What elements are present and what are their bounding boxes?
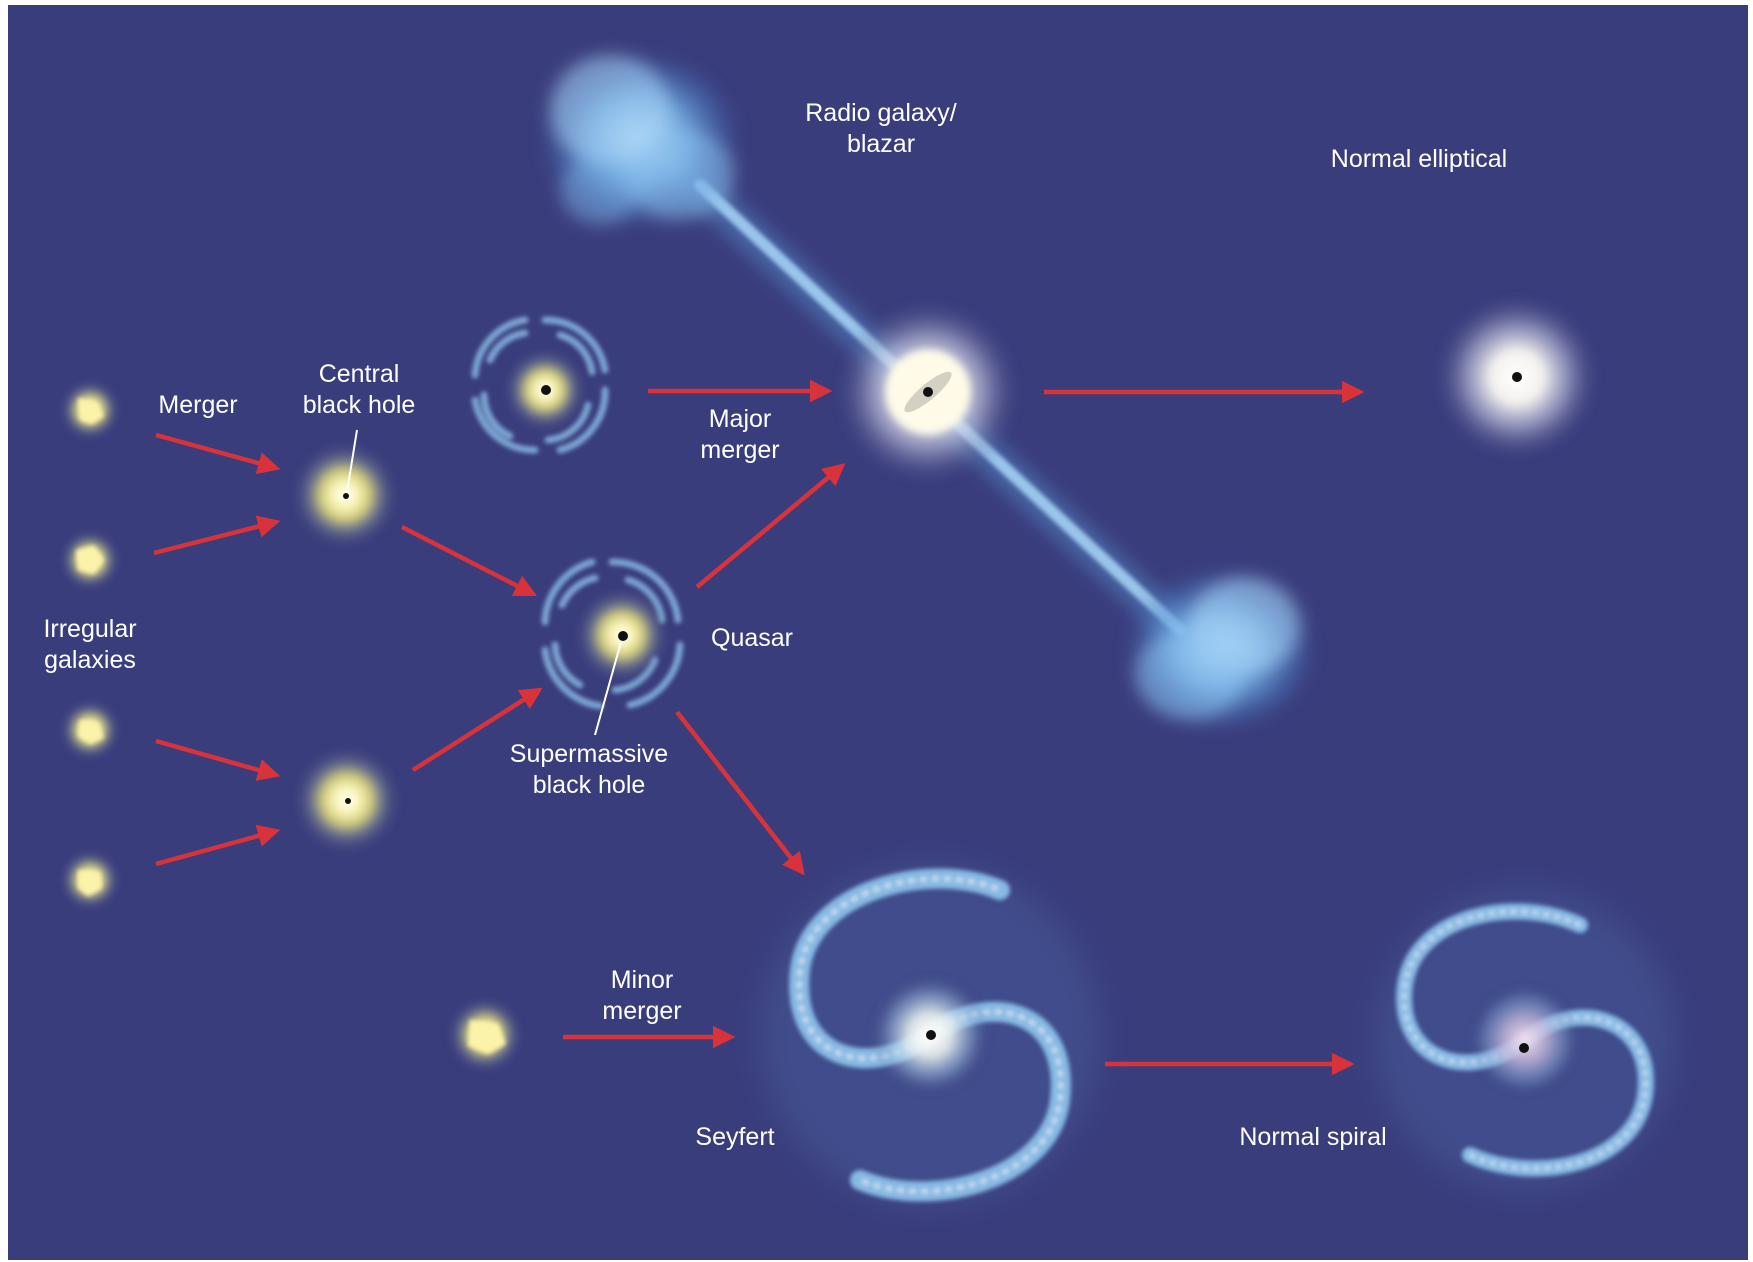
label-line: Normal spiral bbox=[1239, 1123, 1387, 1151]
label-line: Major bbox=[708, 405, 772, 433]
label-line: black hole bbox=[302, 391, 416, 419]
label-line: Merger bbox=[158, 391, 238, 419]
label-line: Seyfert bbox=[695, 1123, 775, 1151]
label-line: blazar bbox=[846, 130, 916, 158]
black-holes bbox=[343, 372, 1529, 1053]
label-line: black hole bbox=[532, 771, 646, 799]
irregular-galaxy-2 bbox=[60, 530, 120, 590]
black-hole-seyfert bbox=[926, 1030, 936, 1040]
arrow-merger-1 bbox=[155, 432, 281, 475]
label-line: merger bbox=[700, 436, 780, 464]
label-line: Radio galaxy/ bbox=[805, 99, 957, 127]
label-line: Minor bbox=[610, 966, 674, 994]
pointer-lines bbox=[346, 429, 622, 736]
label-major-merger: Major merger bbox=[700, 404, 779, 466]
pointer-central-black-hole bbox=[346, 429, 358, 493]
label-minor-merger: Minor merger bbox=[602, 965, 681, 1027]
irregular-galaxy-4 bbox=[60, 850, 120, 910]
label-line: galaxies bbox=[44, 646, 136, 674]
black-hole-normal-spiral bbox=[1519, 1043, 1529, 1053]
quasar-galaxy-top bbox=[471, 316, 609, 454]
normal-spiral-galaxy bbox=[1375, 890, 1675, 1190]
arrow-merger-3 bbox=[155, 738, 281, 781]
label-line: Irregular bbox=[43, 615, 137, 643]
black-hole-radio-galaxy bbox=[923, 387, 933, 397]
quasar-galaxy bbox=[541, 558, 684, 710]
irregular-galaxy-1 bbox=[60, 380, 120, 440]
radio-lobe-upper bbox=[535, 48, 745, 232]
black-hole-central-lower bbox=[345, 798, 351, 804]
label-line: Supermassive bbox=[509, 740, 669, 768]
label-normal-elliptical: Normal elliptical bbox=[1331, 144, 1507, 175]
black-hole-quasar-top bbox=[541, 385, 551, 395]
label-irregular-galaxies: Irregular galaxies bbox=[43, 614, 136, 676]
arrow-quasar-to-seyfert bbox=[675, 710, 805, 876]
pointer-supermassive-black-hole bbox=[594, 641, 622, 736]
arrow-merger-2 bbox=[153, 515, 281, 556]
black-hole-elliptical bbox=[1512, 372, 1522, 382]
label-line: merger bbox=[602, 997, 682, 1025]
irregular-galaxy-3 bbox=[60, 700, 120, 760]
black-hole-quasar bbox=[618, 631, 628, 641]
arrows bbox=[153, 379, 1365, 1076]
arrow-merger-4 bbox=[155, 824, 281, 867]
label-line: Normal elliptical bbox=[1330, 145, 1508, 173]
label-normal-spiral: Normal spiral bbox=[1239, 1122, 1386, 1153]
label-line: Quasar bbox=[711, 624, 793, 652]
label-quasar: Quasar bbox=[711, 623, 793, 654]
irregular-galaxy-5 bbox=[447, 997, 523, 1073]
label-radio-galaxy: Radio galaxy/ blazar bbox=[805, 98, 956, 160]
black-hole-central-upper bbox=[343, 493, 349, 499]
radio-lobe-lower bbox=[1120, 565, 1320, 735]
arrow-major-merger-quasar bbox=[695, 463, 846, 589]
label-seyfert: Seyfert bbox=[695, 1122, 774, 1153]
label-merger: Merger bbox=[158, 390, 237, 421]
label-central-black-hole: Central black hole bbox=[303, 359, 416, 421]
arrow-to-quasar-upper bbox=[400, 524, 538, 597]
arrow-to-quasar-lower bbox=[411, 687, 543, 772]
label-line: Central bbox=[318, 360, 400, 388]
label-supermassive-black-hole: Supermassive black hole bbox=[510, 739, 668, 801]
